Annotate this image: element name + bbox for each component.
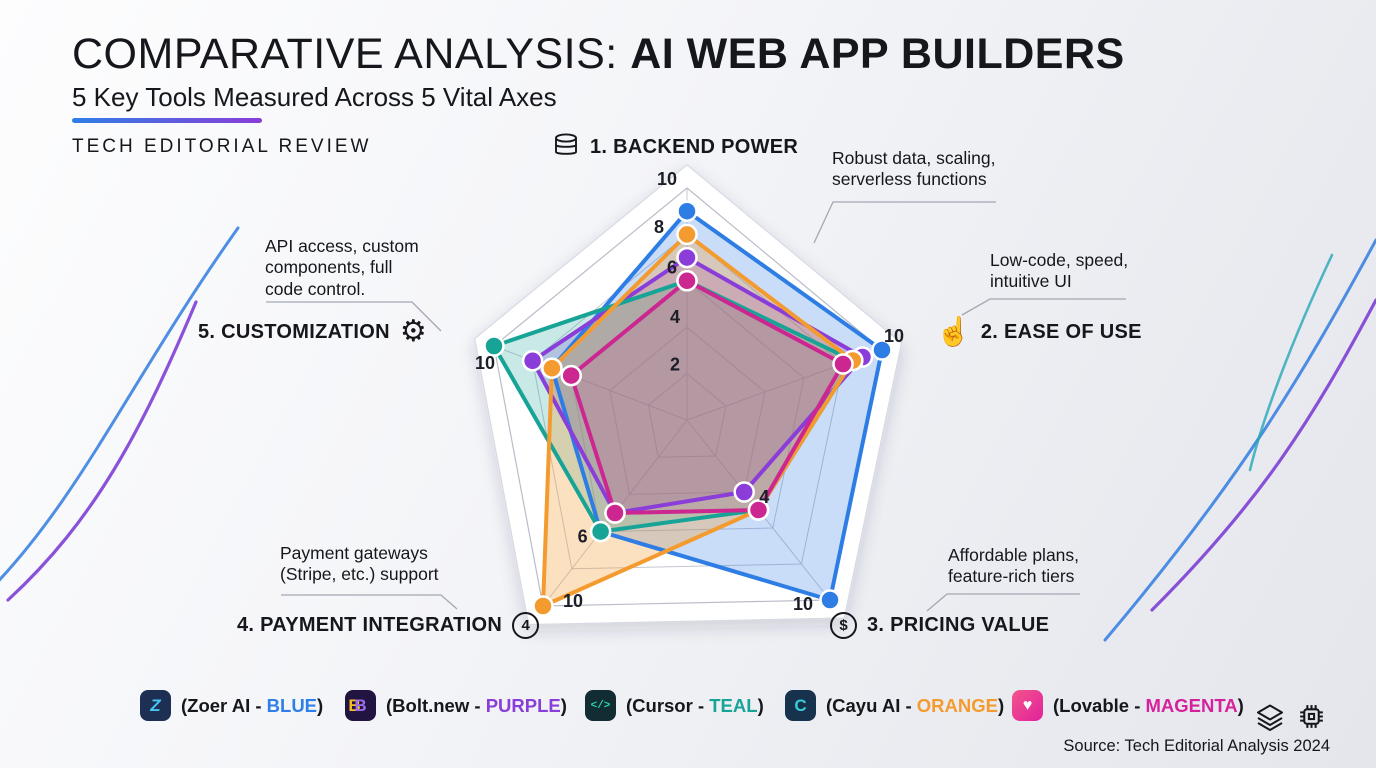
- legend-item-zoer: Z (Zoer AI - BLUE): [140, 690, 323, 721]
- legend-colorword-3: ORANGE: [916, 694, 998, 716]
- legend-colorword-0: BLUE: [266, 694, 318, 716]
- layers-icon: [1255, 702, 1285, 737]
- radar-point-Lovable: [676, 270, 698, 292]
- legend-label-cayu: (Cayu AI - ORANGE): [826, 694, 1005, 716]
- annotation-customization: API access, custom components, full code…: [265, 236, 419, 299]
- axis-label-customization: 5. CUSTOMIZATION ⚙: [198, 315, 427, 348]
- radar-series-Cayu AI: [541, 232, 855, 608]
- radar-series-Lovable: [569, 278, 845, 515]
- legend-item-lovable: ♥ (Lovable - MAGENTA): [1012, 690, 1244, 721]
- radar-value-label: 10: [563, 591, 583, 611]
- circled-4-icon: 4: [512, 612, 540, 639]
- radar-value-label: 10: [657, 169, 677, 189]
- legend-label-bolt: (Bolt.new - PURPLE): [386, 694, 567, 716]
- radar-point-Bolt.new: [521, 350, 544, 372]
- radar-value-label: 8: [654, 217, 664, 237]
- radar-value-label: 10: [475, 353, 495, 373]
- radar-value-label: 6: [578, 526, 588, 546]
- legend-colorword-1: PURPLE: [485, 694, 561, 716]
- chip-icon: [1295, 700, 1328, 738]
- legend-label-zoer: (Zoer AI - BLUE): [181, 694, 324, 716]
- page-title: COMPARATIVE ANALYSIS: AI WEB APP BUILDER…: [72, 30, 1125, 79]
- page-title-bold: AI WEB APP BUILDERS: [630, 30, 1125, 78]
- axis-title-payment: 4. PAYMENT INTEGRATION: [237, 614, 503, 636]
- legend-item-cursor: </> (Cursor - TEAL): [585, 690, 764, 721]
- cursor-icon: </>: [585, 690, 616, 721]
- radar-point-Zoer AI: [871, 339, 893, 361]
- zoer-icon: Z: [140, 690, 171, 721]
- radar-grid-ring: [609, 326, 766, 495]
- radar-point-Lovable: [560, 364, 582, 387]
- legend-colorword-2: TEAL: [709, 694, 758, 716]
- annotation-ease: Low-code, speed, intuitive UI: [990, 250, 1129, 292]
- legend-item-bolt: B (Bolt.new - PURPLE): [345, 690, 567, 721]
- corner-icons: [1255, 700, 1328, 738]
- axis-label-pricing: $ 3. PRICING VALUE: [830, 612, 1049, 639]
- radar-value-label: 10: [793, 594, 813, 614]
- axis-label-backend: 1. BACKEND POWER: [552, 131, 798, 164]
- tap-icon: ☝: [936, 316, 971, 347]
- radar-point-Cayu AI: [532, 595, 554, 617]
- source-credit: Source: Tech Editorial Analysis 2024: [1063, 737, 1330, 755]
- radar-value-label: 10: [884, 326, 904, 346]
- legend-item-cayu: C (Cayu AI - ORANGE): [785, 690, 1004, 721]
- radar-point-Cursor: [483, 335, 505, 357]
- radar-point-Bolt.new: [733, 481, 755, 503]
- axis-title-customization: 5. CUSTOMIZATION: [198, 320, 390, 343]
- radar-value-label: 6: [667, 258, 677, 278]
- radar-value-label: 4: [759, 487, 769, 507]
- legend-colorword-4: MAGENTA: [1145, 694, 1238, 716]
- page-title-regular: COMPARATIVE ANALYSIS:: [72, 30, 631, 78]
- annotation-backend: Robust data, scaling, serverless functio…: [832, 148, 996, 190]
- radar-grid-ring: [647, 372, 727, 458]
- axis-title-pricing: 3. PRICING VALUE: [867, 614, 1050, 636]
- axis-title-ease: 2. EASE OF USE: [980, 320, 1142, 343]
- page-subtitle: 5 Key Tools Measured Across 5 Vital Axes: [72, 82, 557, 112]
- dollar-icon: $: [830, 612, 857, 639]
- review-label: TECH EDITORIAL REVIEW: [72, 136, 372, 157]
- radar-series-Bolt.new: [530, 255, 865, 515]
- radar-point-Lovable: [747, 499, 770, 521]
- radar-point-Cursor: [589, 520, 612, 543]
- bolt-icon: B: [345, 690, 376, 721]
- radar-point-Zoer AI: [819, 589, 841, 611]
- radar-value-label: 4: [670, 307, 680, 327]
- radar-series-Cursor: [492, 278, 855, 534]
- gradient-divider: [72, 118, 262, 123]
- radar-point-Lovable: [832, 353, 854, 375]
- radar-point-Cayu AI: [676, 223, 698, 246]
- radar-point-Lovable: [604, 502, 626, 524]
- radar-point-Bolt.new: [676, 246, 698, 269]
- axis-title-backend: 1. BACKEND POWER: [590, 136, 799, 158]
- lovable-icon: ♥: [1012, 690, 1043, 721]
- radar-value-label: 2: [670, 354, 680, 374]
- legend-label-cursor: (Cursor - TEAL): [626, 694, 764, 716]
- axis-label-payment: 4. PAYMENT INTEGRATION 4: [237, 612, 540, 639]
- radar-point-Zoer AI: [676, 200, 698, 222]
- database-icon: [552, 131, 580, 164]
- gear-icon: ⚙: [399, 315, 427, 348]
- radar-point-Cayu AI: [541, 357, 563, 379]
- annotation-payment: Payment gateways (Stripe, etc.) support: [280, 543, 439, 585]
- cayu-icon: C: [785, 690, 816, 721]
- legend-label-lovable: (Lovable - MAGENTA): [1053, 694, 1244, 716]
- radar-fill-Zoer AI: [551, 211, 882, 600]
- axis-label-ease: ☝ 2. EASE OF USE: [936, 318, 1142, 346]
- annotation-pricing: Affordable plans, feature-rich tiers: [948, 545, 1080, 587]
- annotation-connectors: [266, 201, 1126, 612]
- radar-series-Zoer AI: [549, 209, 884, 602]
